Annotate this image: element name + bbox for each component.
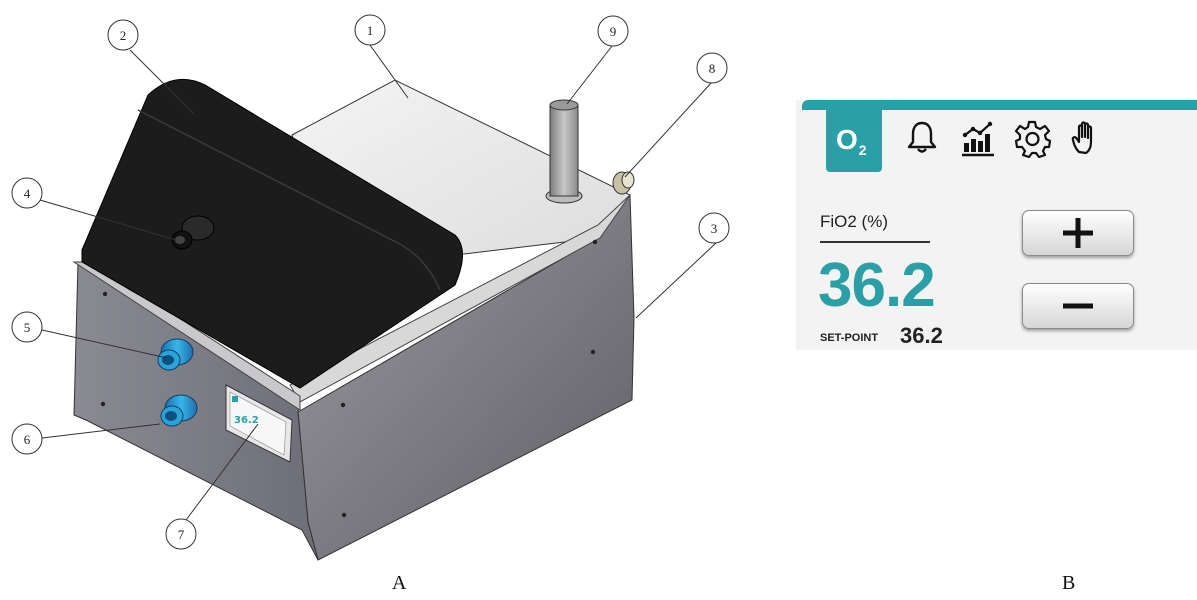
callout-8: 8 bbox=[696, 52, 728, 84]
plus-icon bbox=[1063, 218, 1093, 248]
bell-icon[interactable] bbox=[902, 118, 942, 158]
callout-6: 6 bbox=[11, 423, 43, 455]
figure-label-a: A bbox=[392, 572, 407, 594]
vertical-tube bbox=[545, 99, 583, 204]
tab-o2[interactable]: O2 bbox=[826, 110, 882, 172]
black-shroud bbox=[81, 78, 463, 389]
svg-text:36.2: 36.2 bbox=[234, 415, 259, 426]
small-display: 36.2 bbox=[225, 384, 293, 463]
parameter-label: FiO2 (%) bbox=[820, 212, 888, 231]
screen-panel: O2 FiO2 (%) 36.2 SET-POINT 36.2 bbox=[796, 100, 1197, 350]
svg-text:5: 5 bbox=[24, 320, 31, 335]
blue-port-upper bbox=[157, 338, 194, 371]
knob bbox=[171, 215, 215, 250]
chart-icon[interactable] bbox=[958, 118, 998, 158]
setpoint-value: 36.2 bbox=[900, 323, 943, 348]
fio2-value: 36.2 bbox=[818, 251, 936, 320]
svg-text:7: 7 bbox=[178, 527, 185, 542]
svg-text:4: 4 bbox=[24, 186, 31, 201]
callout-9: 9 bbox=[597, 15, 629, 47]
hand-icon[interactable] bbox=[1066, 118, 1106, 158]
screw-holes bbox=[100, 239, 598, 518]
increment-button[interactable] bbox=[1022, 210, 1134, 256]
minus-icon bbox=[1063, 303, 1093, 309]
svg-text:3: 3 bbox=[711, 221, 718, 236]
figure-label-b: B bbox=[1062, 572, 1076, 594]
svg-text:1: 1 bbox=[367, 23, 374, 38]
side-connector bbox=[612, 171, 635, 195]
setpoint-label: SET-POINT bbox=[820, 332, 879, 344]
svg-text:8: 8 bbox=[709, 61, 716, 76]
callout-3: 3 bbox=[698, 212, 730, 244]
callout-4: 4 bbox=[11, 177, 43, 209]
callout-7: 7 bbox=[165, 518, 197, 550]
o2-icon: O2 bbox=[836, 124, 867, 158]
screen-top-bar bbox=[802, 100, 1197, 110]
blue-port-lower bbox=[160, 394, 198, 427]
svg-text:2: 2 bbox=[120, 28, 127, 43]
decrement-button[interactable] bbox=[1022, 283, 1134, 329]
svg-text:9: 9 bbox=[610, 24, 617, 39]
parameter-underline bbox=[820, 241, 930, 243]
gear-icon[interactable] bbox=[1012, 118, 1052, 158]
callout-2: 2 bbox=[107, 19, 139, 51]
svg-text:6: 6 bbox=[24, 432, 31, 447]
callout-1: 1 bbox=[354, 14, 386, 46]
callout-5: 5 bbox=[11, 311, 43, 343]
device-drawing: 36.2 1 2 3 bbox=[11, 14, 730, 561]
leader-lines bbox=[39, 44, 717, 521]
